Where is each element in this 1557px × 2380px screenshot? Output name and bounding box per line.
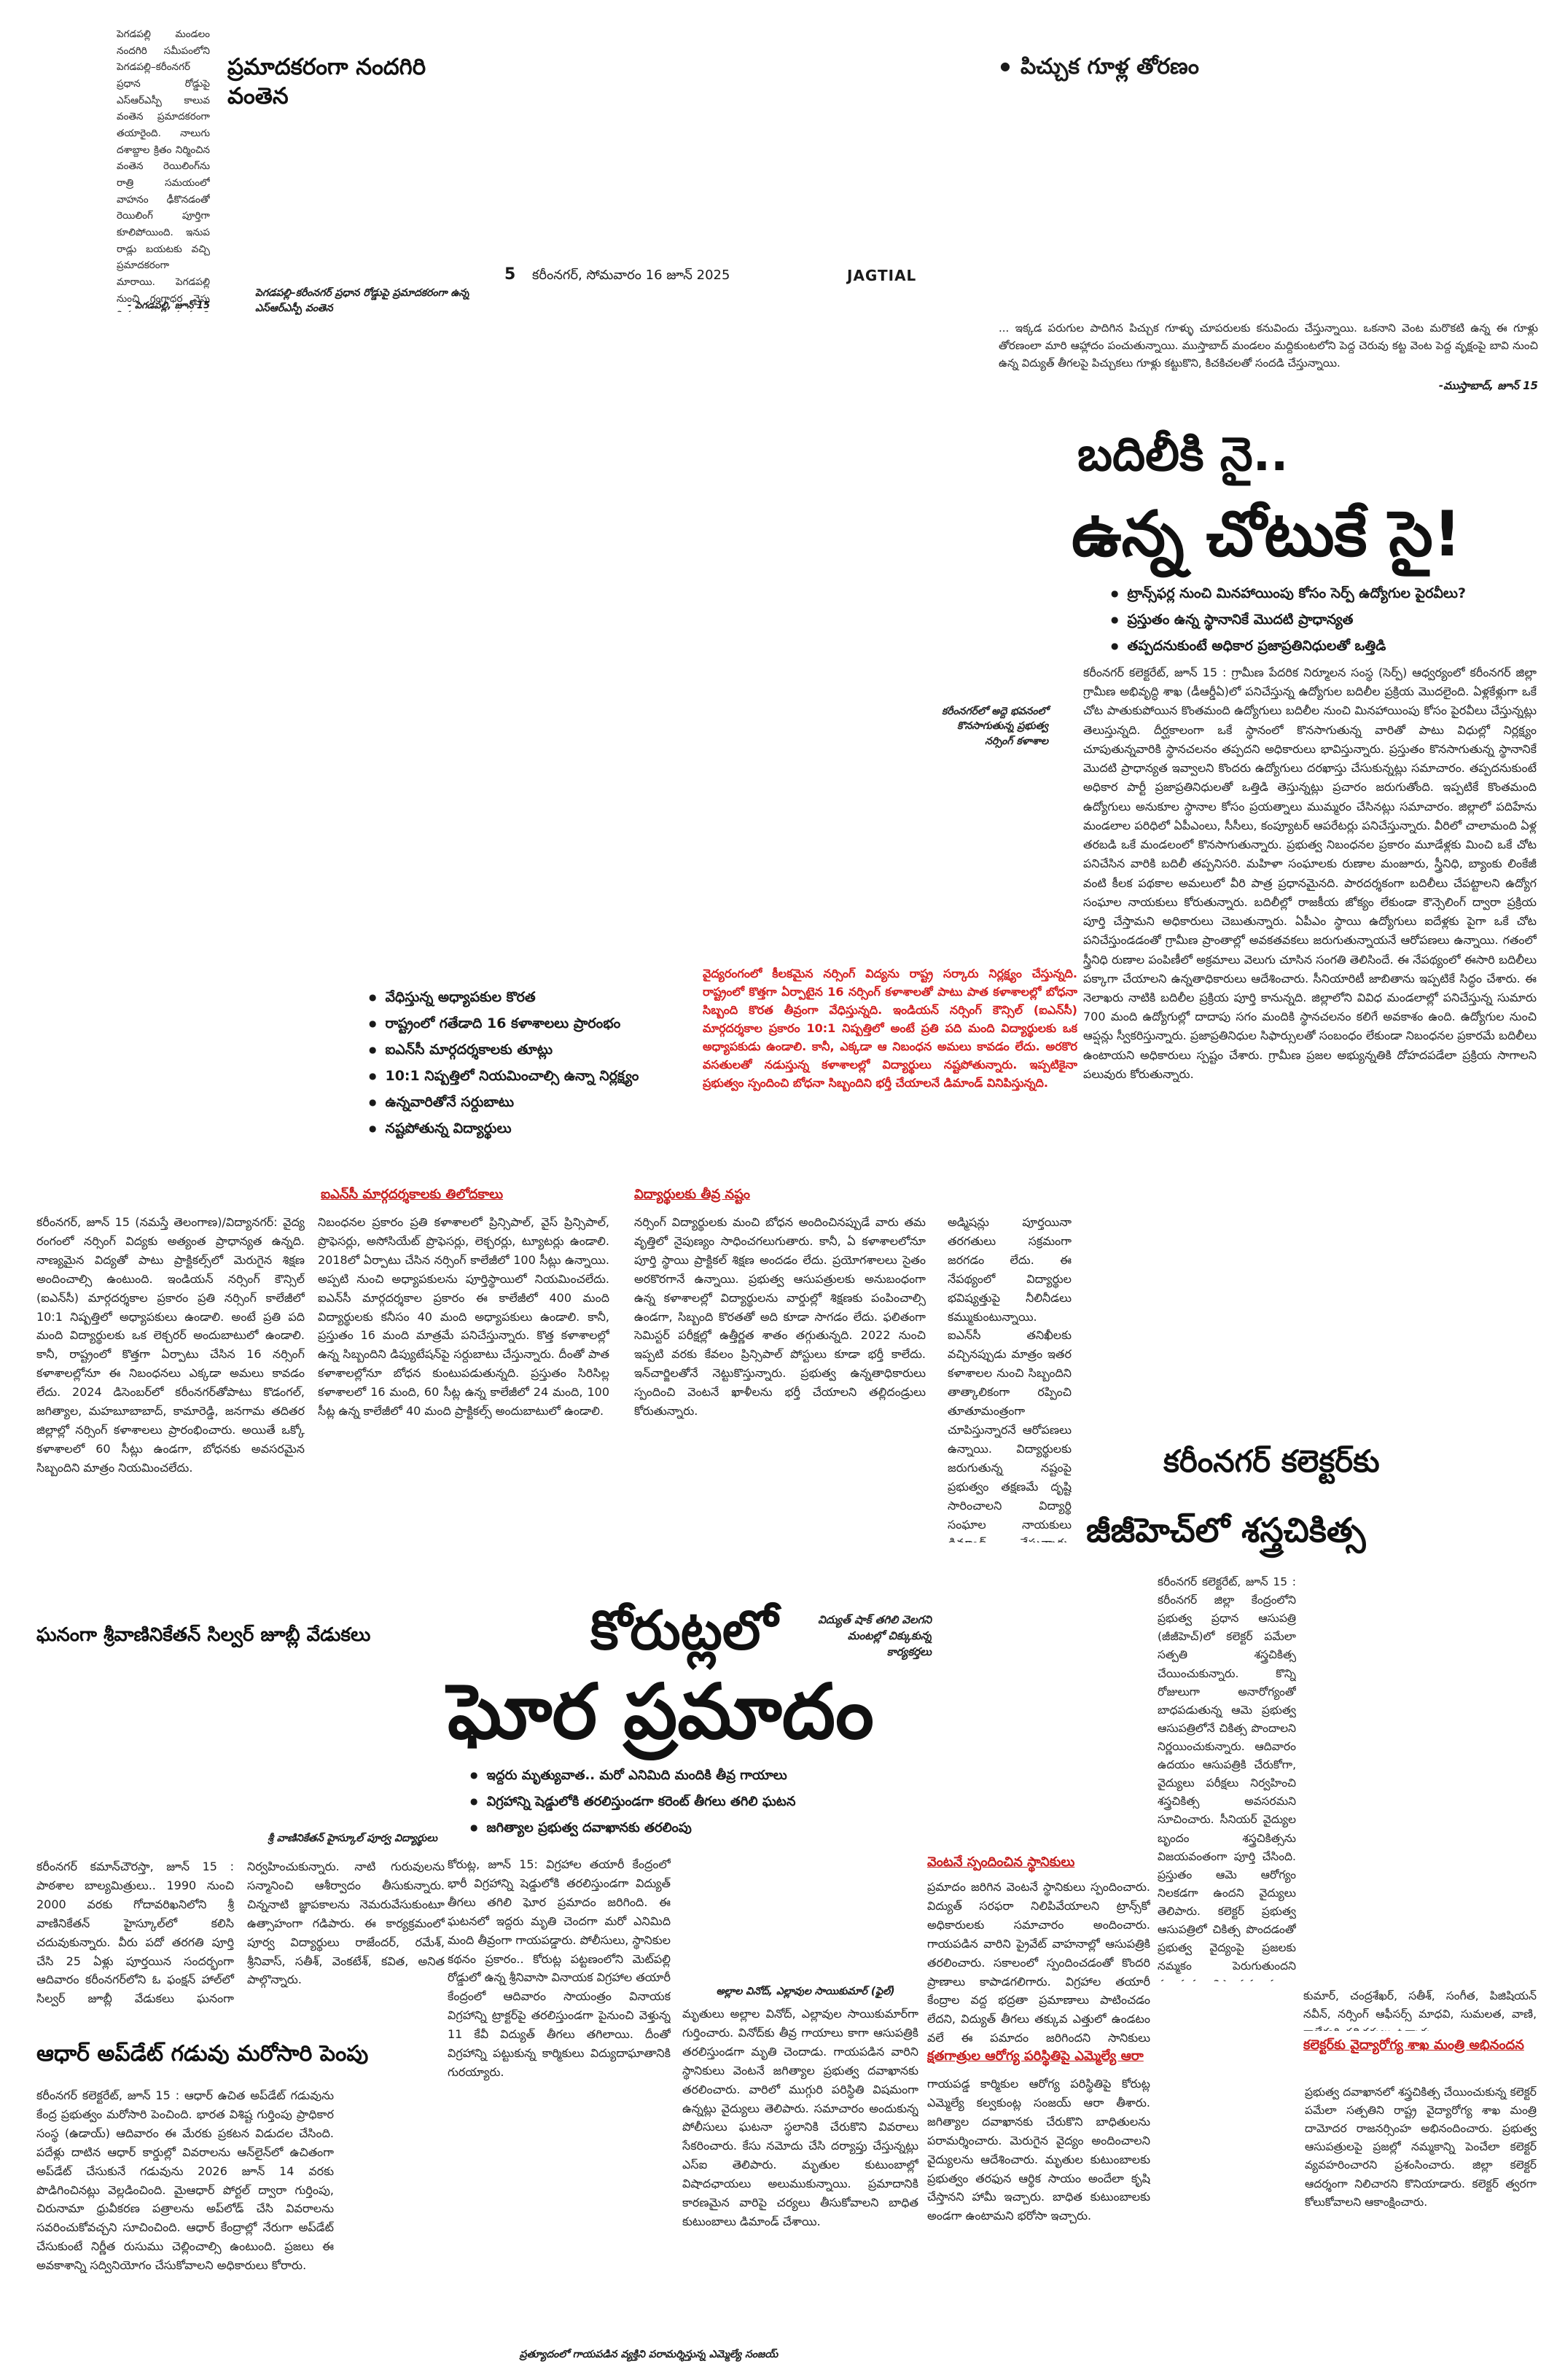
nursing-subhead-2: విద్యార్థులకు తీవ్ర నష్టం (634, 1187, 751, 1202)
korutla-bullet: ఇద్దరు మృత్యువాత.. మరో ఎనిమిది మందికి తీ… (470, 1763, 1010, 1789)
korutla-subhead-1: వెంటనే స్పందించిన స్థానికులు (927, 1854, 1075, 1870)
aadhaar-headline: ఆధార్ అప్‌డేట్ గడువు మరోసారి పెంపు (36, 2041, 369, 2067)
jubilee-headline: ఘనంగా శ్రీవాణినికేతన్ సిల్వర్ జూబ్లీ వేడ… (36, 1624, 371, 1646)
korutla-bullet: జగిత్యాల ప్రభుత్వ దవాఖానకు తరలింపు (470, 1815, 1010, 1841)
korutla-col-1: కోరుట్ల, జూన్ 15: విగ్రహాల తయారీ కేంద్రం… (448, 1857, 671, 2079)
nursing-col-4: అడ్మిషన్లు పూర్తయినా తరగతులు సక్రమంగా జర… (948, 1215, 1072, 1542)
transfer-body: కరీంనగర్ కలెక్టరేట్, జూన్ 15 : గ్రామీణ ప… (1083, 666, 1537, 1081)
nursing-bullets: వేధిస్తున్న అధ్యాపకుల కొరత రాష్ట్రంలో గత… (369, 984, 690, 1142)
collector-photo (1305, 1575, 1537, 1968)
dateline: కరీంనగర్, సోమవారం 16 జూన్ 2025 (532, 268, 730, 283)
accident-caption-right: విద్యుత్ షాక్ తగిలి వెలగని మంటల్లో చిక్క… (818, 1613, 932, 1658)
nursing-bullet: వేధిస్తున్న అధ్యాపకుల కొరత (369, 984, 690, 1010)
korutla-subhead-2: క్షతగాత్రుల ఆరోగ్య పరిస్థితిపై ఎమ్మెల్యే… (927, 2048, 1144, 2064)
transfer-headline-2: ఉన్న చోటుకే సై! (1072, 498, 1462, 571)
jubilee-body: కరీంనగర్ కమాన్‌చౌరస్తా, జూన్ 15 : పాఠశాల… (36, 1860, 445, 2006)
surgery-doctors: కుమార్, చంద్రశేఖర్, సతీశ్, సంగీత, పిజిషి… (1303, 1989, 1537, 2031)
nests-byline: -ముస్తాబాద్, జూన్ 15 (1438, 379, 1538, 392)
section-name: JAGTIAL (847, 267, 917, 284)
aadhaar-body: కరీంనగర్ కలెక్టరేట్, జూన్ 15 : ఆధార్ ఉచి… (36, 2088, 334, 2273)
nursing-college-caption: కరీంనగర్‌లో అద్దె భవనంలో కొనసాగుతున్న ప్… (941, 706, 1048, 747)
accident-photo (940, 1575, 1152, 1866)
bridge-photo (227, 117, 484, 262)
nursing-bullet: రాష్ట్రంలో గతేడాది 16 కళాశాలలు ప్రారంభం (369, 1010, 690, 1037)
nursing-col-3: నర్సింగ్ విద్యార్థులకు మంచి బోధన అందించి… (634, 1215, 926, 1419)
nursing-bullet: నష్టపోతున్న విద్యార్థులు (369, 1115, 690, 1142)
victims-caption: అల్లాల వినోద్, ఎల్లావుల సాయికుమార్ (ఫైల్… (716, 1986, 895, 1997)
nests-body: ... ఇక్కడ పరుగుల పాదిగిన పిచ్చుక గూళ్ళు … (999, 321, 1538, 370)
nursing-bullet: ఐఎన్‌సీ మార్గదర్శకాలకు తూట్లు (369, 1037, 690, 1063)
korutla-col-4: గాయపడ్డ కార్మికుల ఆరోగ్య పరిస్థితిపై కోర… (927, 2077, 1150, 2223)
nursing-bullet: 10:1 నిష్పత్తిలో నియమించాల్సి ఉన్నా నిర్… (369, 1063, 690, 1089)
nursing-subhead-1: ఐఎన్‌సీ మార్గదర్శకాలకు తిలోదకాలు (321, 1187, 504, 1202)
nests-photo (999, 95, 1538, 306)
victims-photo (682, 1855, 918, 1979)
jubilee-photo (36, 1665, 445, 1840)
nursing-red-lede: వైద్యరంగంలో కీలకమైన నర్సింగ్ విద్యను రాష… (703, 967, 1077, 1090)
nursing-college-photo (729, 685, 1079, 926)
surgery-sub-body: ప్రభుత్వ దవాఖానలో శస్త్రచికిత్స చేయించుక… (1305, 2086, 1537, 2209)
surgery-body: కరీంనగర్ కలెక్టరేట్, జూన్ 15 : కరీంనగర్ … (1158, 1575, 1296, 1981)
nandagiri-photo-caption: పెగడపల్లి–కరీంనగర్ ప్రధాన రోడ్డుపై ప్రమా… (255, 287, 469, 314)
nests-headline: ●పిచ్చుక గూళ్ల తోరణం (1000, 54, 1199, 79)
nursing-col-1: కరీంనగర్, జూన్ 15 (నమస్తే తెలంగాణ)/విద్య… (36, 1215, 305, 1475)
accident-bottom-caption: ప్రత్యూదంలో గాయపడిన వ్యక్తిని పరామర్శిస్… (519, 2349, 778, 2360)
korutla-col-3: ప్రమాదం జరిగిన వెంటనే స్థానికులు స్పందిం… (927, 1880, 1150, 2042)
jubilee-photo-caption: శ్రీ వాణినికేతన్ హైస్కూల్ పూర్వ విద్యార్… (268, 1833, 437, 1844)
aadhaar-logo (347, 2089, 446, 2309)
nandagiri-headline: ప్రమాదకరంగా నందగిరి వంతెన (227, 54, 426, 110)
page-number: 5 (504, 265, 516, 284)
nursing-col-2: నిబంధనల ప్రకారం ప్రతి కళాశాలలో ప్రిన్సిప… (318, 1215, 609, 1419)
nursing-bullet: ఉన్నవారితోనే సర్దుబాటు (369, 1089, 690, 1115)
transfer-bullet: ప్రస్తుతం ఉన్న స్థానానికే మొదటి ప్రాధాన్… (1111, 606, 1534, 633)
transfer-headline-1: బదిలీకి నై.. (1077, 428, 1289, 482)
transfer-bullets: ట్రాన్స్‌ఫర్ల నుంచి మినహాయింపు కోసం సెర్… (1111, 580, 1534, 659)
surgery-subhead: కలెక్టర్‌కు వైద్యారోగ్య శాఖ మంత్రి అభినం… (1303, 2037, 1524, 2053)
korutla-headline-1: కోరుట్లలో (590, 1599, 778, 1662)
surgery-headline-1: కరీంనగర్ కలెక్టర్‌కు (1163, 1443, 1380, 1479)
korutla-col-2: మృతులు అల్లాల వినోద్, ఎల్లావుల సాయికుమార… (682, 2007, 918, 2228)
nursing-students-photo (36, 918, 357, 1159)
korutla-headline-2: ఘోర ప్రమాదం (448, 1667, 874, 1756)
transfer-bullet: తప్పదనుకుంటే అధికార ప్రజాప్రతినిధులతో ఒత… (1111, 633, 1534, 659)
korutla-bullets: ఇద్దరు మృత్యువాత.. మరో ఎనిమిది మందికి తీ… (470, 1763, 1010, 1841)
surgery-headline-2: జీజీహెచ్‌లో శస్త్రచికిత్స (1086, 1510, 1366, 1550)
korutla-bullet: విగ్రహాన్ని షెడ్డులోకి తరలిస్తుండగా కరెం… (470, 1789, 1010, 1815)
nandagiri-body: పెగడపల్లి మండలం నందగిరి సమీపంలోని పెగడపల… (117, 28, 210, 312)
transfer-bullet: ట్రాన్స్‌ఫర్ల నుంచి మినహాయింపు కోసం సెర్… (1111, 580, 1534, 606)
nandagiri-byline: - పెగడపల్లి, జూన్ 15 (128, 300, 210, 311)
